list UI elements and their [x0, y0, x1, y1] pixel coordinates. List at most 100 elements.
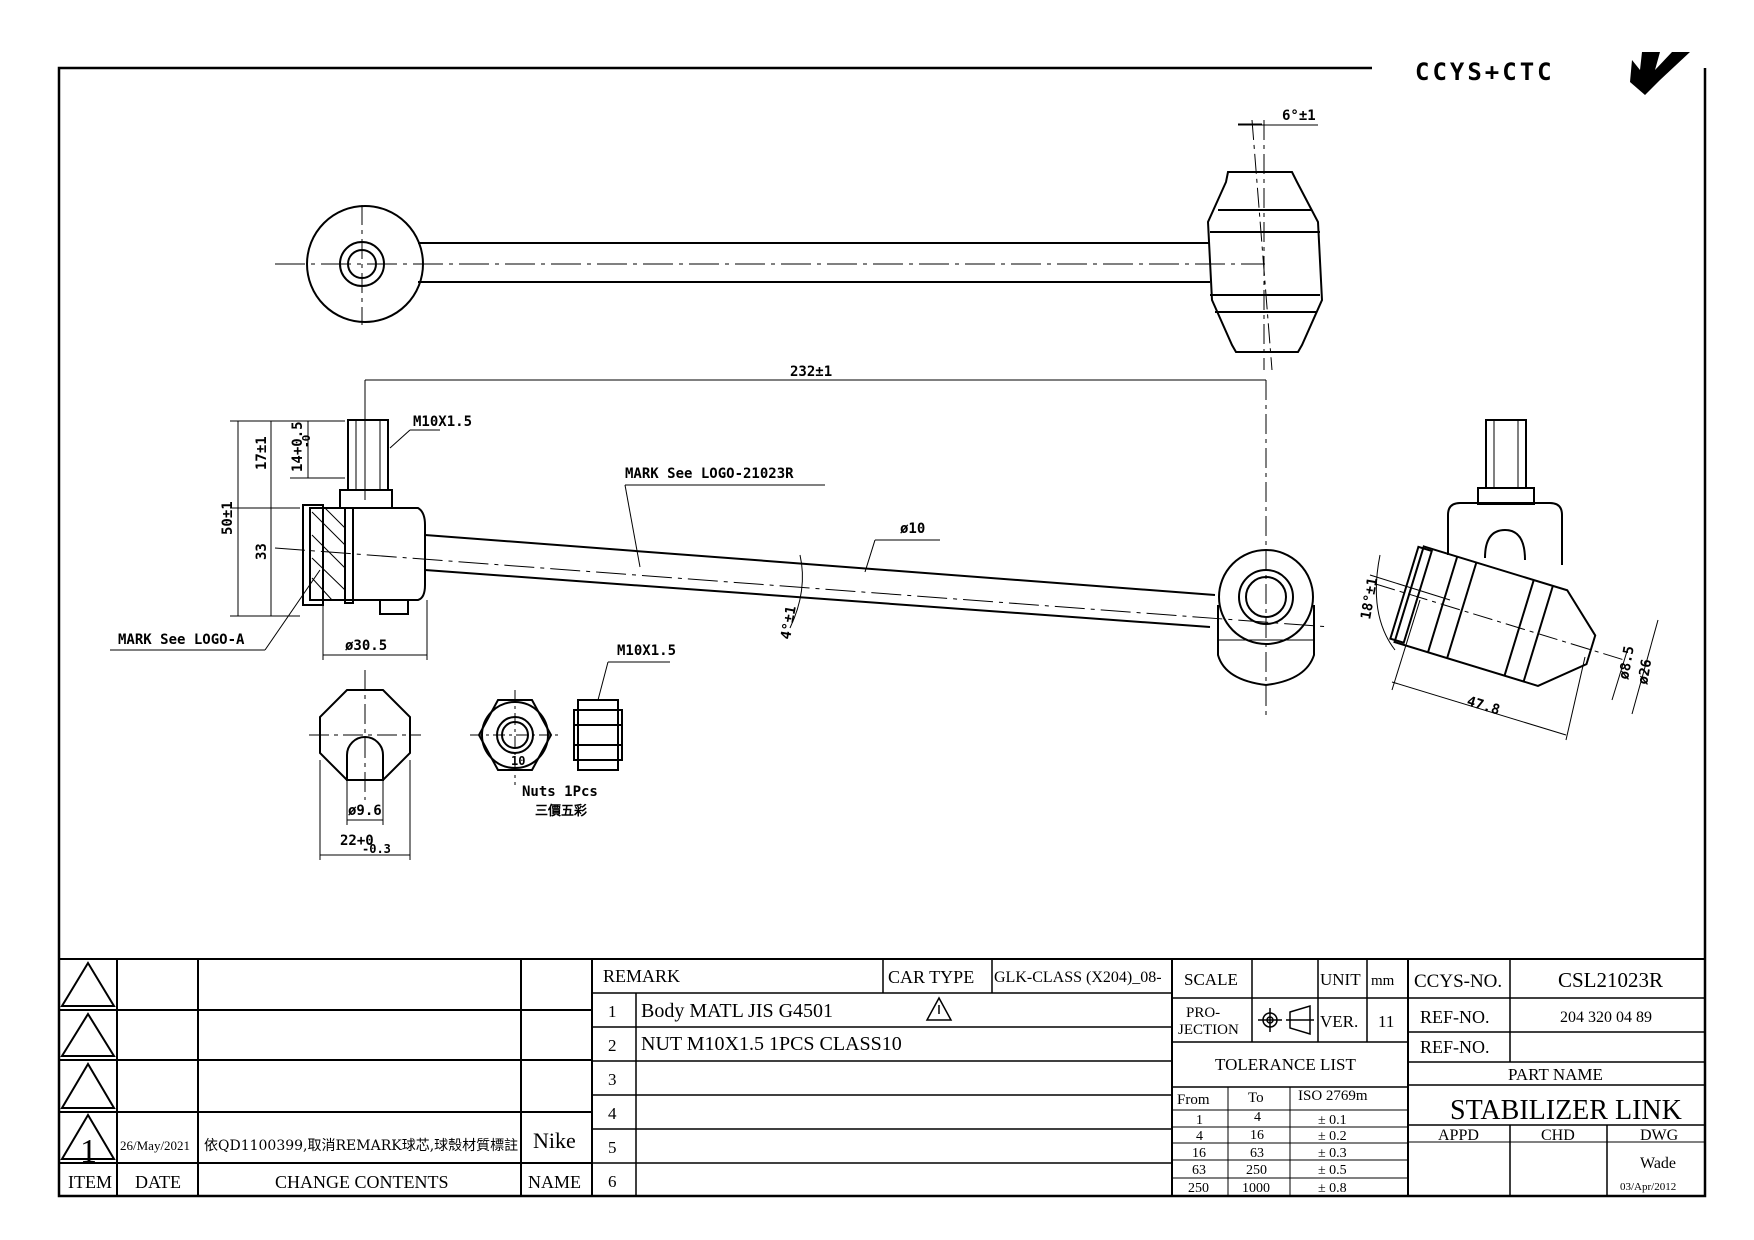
remark-no-2: 2: [608, 1036, 617, 1055]
w22-label: 22+0: [340, 833, 374, 849]
ccys-no-value: CSL21023R: [1558, 968, 1663, 992]
unit-value: mm: [1371, 973, 1395, 989]
projection-label-2: JECTION: [1178, 1022, 1239, 1038]
dwg-name: Wade: [1640, 1155, 1676, 1172]
rev-header-item: ITEM: [68, 1172, 112, 1192]
tol-value-4: ± 0.5: [1318, 1163, 1347, 1178]
angle-right-label: 18°±1: [1358, 576, 1381, 620]
logo-text: CCYS+CTC: [1415, 58, 1555, 86]
revision-triangles: [60, 961, 116, 1160]
projection-symbol-icon: [1258, 1004, 1314, 1036]
ref-no-value-1: 204 320 04 89: [1560, 1009, 1652, 1026]
tol-value-5: ± 0.8: [1318, 1181, 1347, 1196]
tol-to-5: 1000: [1242, 1181, 1270, 1196]
nut-labels: M10X1.5 10 Nuts 1Pcs 三價五彩: [511, 643, 676, 819]
revision-triangle: [60, 1113, 116, 1160]
rev-header-date: DATE: [135, 1172, 181, 1192]
remark-no-3: 3: [608, 1070, 617, 1089]
h17-label: 17±1: [254, 436, 270, 470]
remark-text-1: Body MATL JIS G4501: [641, 1000, 833, 1022]
w22-tol-label: -0.3: [362, 842, 391, 856]
h14-label: 14+0.5: [290, 421, 306, 472]
ver-label: VER.: [1320, 1012, 1358, 1031]
tol-from-1: 1: [1196, 1113, 1203, 1128]
tol-value-1: ± 0.1: [1318, 1113, 1347, 1128]
drawing-frame: [57, 66, 1707, 1198]
angle-top-label: 6°±1: [1282, 108, 1316, 124]
h50-label: 50±1: [220, 501, 236, 535]
tol-to-4: 250: [1246, 1163, 1267, 1178]
nut-views: [470, 690, 623, 785]
part-name-label: PART NAME: [1508, 1065, 1603, 1084]
dia-96-label: ø9.6: [348, 803, 382, 819]
remark-title: REMARK: [603, 966, 680, 986]
chd-label: CHD: [1541, 1127, 1575, 1144]
nut-dimensions: [597, 661, 670, 701]
car-type-value: GLK-CLASS (X204)_08-: [994, 969, 1162, 986]
thread-top-label: M10X1.5: [413, 414, 472, 430]
tol-from-3: 16: [1192, 1146, 1206, 1161]
rev-header-name: NAME: [528, 1172, 581, 1192]
tol-from-2: 4: [1196, 1129, 1203, 1144]
warning-triangle-icon: [925, 996, 953, 1021]
h33-label: 33: [254, 543, 270, 560]
housing-bottom-dimensions: [319, 760, 411, 860]
mark-logo-a-label: MARK See LOGO-A: [118, 632, 245, 648]
nut-note-label: Nuts 1Pcs: [522, 784, 598, 800]
dia-85-label: ø8.5: [1616, 645, 1638, 681]
mark-logo-b-label: MARK See LOGO-21023R: [625, 466, 794, 482]
logo-mark-icon: [1630, 52, 1690, 95]
part-name-value: STABILIZER LINK: [1450, 1095, 1682, 1126]
housing-bottom-labels: ø9.6 22+0 -0.3: [340, 803, 391, 856]
dwg-label: DWG: [1640, 1127, 1679, 1144]
dia-left-label: ø30.5: [345, 638, 387, 654]
housing-bottom-view: [309, 670, 421, 800]
rev-header-content: CHANGE CONTENTS: [275, 1172, 449, 1192]
rod-dia-label: ø10: [900, 521, 925, 537]
remark-no-4: 4: [608, 1104, 617, 1123]
len-right-label: 47.8: [1465, 694, 1502, 719]
dwg-date: 03/Apr/2012: [1620, 1181, 1676, 1193]
tol-header-to: To: [1248, 1090, 1264, 1106]
title-block-lines: [59, 958, 1705, 1196]
ver-value: 11: [1378, 1012, 1394, 1031]
tol-to-2: 16: [1250, 1128, 1264, 1143]
rev-date-value: 26/May/2021: [120, 1138, 190, 1153]
remark-text-2: NUT M10X1.5 1PCS CLASS10: [641, 1033, 902, 1055]
tolerance-title: TOLERANCE LIST: [1215, 1055, 1356, 1074]
title-block-text: 1 26/May/2021 依QD1100399,取消REMARK球芯,球殼材質…: [68, 966, 1682, 1196]
projection-label-1: PRO-: [1186, 1005, 1220, 1021]
ref-no-label-1: REF-NO.: [1420, 1007, 1490, 1027]
ref-no-label-2: REF-NO.: [1420, 1037, 1490, 1057]
nut-brand-label: 三價五彩: [535, 803, 587, 819]
dia-26-label: ø26: [1635, 658, 1655, 686]
side-view-dimensions: [1369, 554, 1659, 741]
h14-tol-label: -0: [300, 435, 313, 448]
front-view-labels: 232±1 M10X1.5 MARK See LOGO-21023R ø10 M…: [118, 364, 925, 654]
length-label: 232±1: [790, 364, 832, 380]
rev-content-value: 依QD1100399,取消REMARK球芯,球殼材質標註: [204, 1138, 518, 1154]
top-view: [275, 119, 1324, 371]
angle-rod-label: 4°±1: [778, 605, 800, 641]
ccys-no-label: CCYS-NO.: [1414, 971, 1502, 992]
side-view: [1375, 419, 1625, 687]
scale-label: SCALE: [1184, 970, 1238, 989]
tol-to-3: 63: [1250, 1146, 1264, 1161]
revision-triangle: [60, 1062, 116, 1109]
tol-header-iso: ISO 2769m: [1298, 1088, 1368, 1104]
appd-label: APPD: [1438, 1127, 1479, 1144]
front-view-dimensions: [110, 379, 1266, 660]
nut-size-label: 10: [511, 754, 525, 768]
remark-no-1: 1: [608, 1002, 617, 1021]
revision-triangle: [60, 1012, 116, 1057]
thread-nut-label: M10X1.5: [617, 643, 676, 659]
rev-item-value: 1: [80, 1133, 97, 1170]
tol-value-2: ± 0.2: [1318, 1129, 1347, 1144]
remark-no-5: 5: [608, 1138, 617, 1157]
tol-to-1: 4: [1254, 1110, 1261, 1125]
car-type-label: CAR TYPE: [888, 967, 974, 987]
front-view: [274, 380, 1331, 720]
tol-from-5: 250: [1188, 1181, 1209, 1196]
angle-top-dimension: 6°±1: [1238, 108, 1318, 126]
